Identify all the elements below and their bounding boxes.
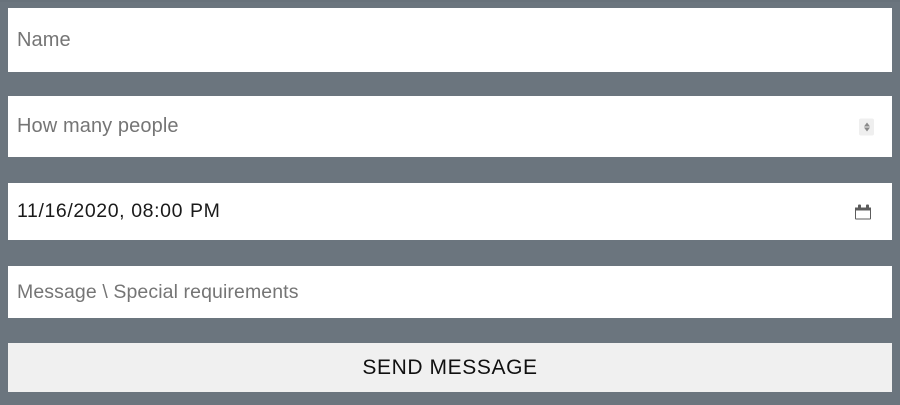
calendar-peg-left-icon	[857, 204, 861, 208]
people-count-input[interactable]: How many people	[8, 96, 892, 157]
datetime-input-value[interactable]: 11/16/2020, 08:00 PM	[8, 200, 220, 223]
message-input-placeholder: Message \ Special requirements	[17, 280, 299, 303]
datetime-meridiem-segment[interactable]: PM	[190, 200, 221, 222]
datetime-date-segment[interactable]: 11/16/2020	[17, 200, 120, 222]
people-count-input-placeholder: How many people	[17, 115, 179, 137]
number-spinner-icon[interactable]	[859, 118, 874, 135]
message-input[interactable]: Message \ Special requirements	[8, 266, 892, 318]
top-edge-hairline	[0, 0, 900, 2]
name-input[interactable]: Name	[8, 8, 892, 72]
calendar-icon[interactable]	[855, 204, 871, 219]
send-message-button[interactable]: SEND MESSAGE	[8, 343, 892, 392]
chevron-down-icon[interactable]	[863, 127, 870, 131]
name-input-placeholder: Name	[17, 28, 71, 51]
datetime-time-segment[interactable]: 08:00	[131, 200, 184, 222]
datetime-input[interactable]: 11/16/2020, 08:00 PM	[8, 183, 892, 240]
calendar-header-bar-icon	[855, 207, 871, 210]
chevron-up-icon[interactable]	[863, 122, 870, 126]
datetime-comma: ,	[119, 200, 126, 222]
calendar-peg-right-icon	[865, 204, 869, 208]
